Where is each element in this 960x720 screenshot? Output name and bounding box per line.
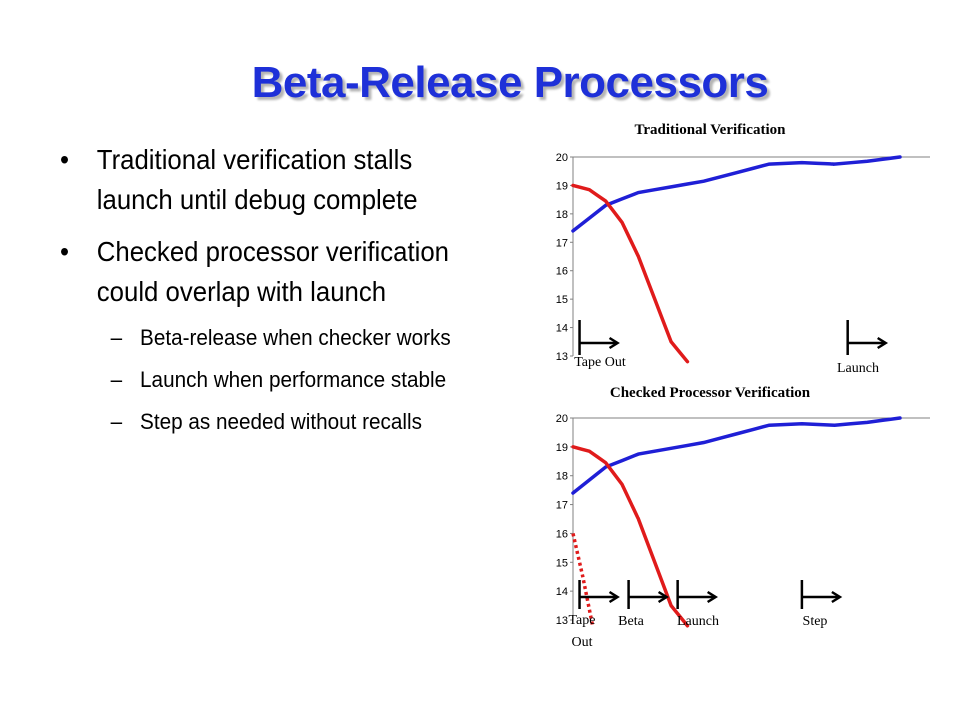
arrow-head-icon bbox=[608, 336, 620, 350]
sub-bullet-text: Launch when performance stable bbox=[140, 367, 447, 392]
bullet-text: Traditional verification stalls launch u… bbox=[96, 144, 418, 215]
y-tick-label: 15 bbox=[556, 557, 568, 569]
milestone-marker: Beta bbox=[618, 580, 669, 629]
arrow-head-icon bbox=[877, 336, 889, 350]
y-tick-label: 18 bbox=[556, 209, 568, 221]
milestone-label: Beta bbox=[618, 614, 644, 629]
y-tick-label: 15 bbox=[556, 294, 568, 306]
sub-bullet-item: – Launch when performance stable bbox=[60, 366, 465, 394]
dash-icon: – bbox=[110, 409, 123, 434]
arrow-head-icon bbox=[706, 590, 718, 604]
series-line-red bbox=[571, 445, 690, 628]
y-tick-label: 19 bbox=[556, 442, 568, 454]
bullet-item: • Checked processor verification could o… bbox=[60, 232, 465, 312]
y-tick-label: 18 bbox=[556, 471, 568, 483]
milestone-label: Launch bbox=[677, 614, 719, 629]
chart-title: Checked Processor Verification bbox=[610, 385, 811, 401]
y-tick-label: 13 bbox=[556, 615, 568, 627]
bullet-item: • Traditional verification stalls launch… bbox=[60, 140, 465, 220]
y-tick-label: 20 bbox=[556, 152, 568, 164]
sub-bullet-text: Beta-release when checker works bbox=[140, 325, 451, 350]
bullet-list: • Traditional verification stalls launch… bbox=[60, 140, 500, 450]
y-tick-label: 17 bbox=[556, 500, 568, 512]
milestone-label: Step bbox=[803, 614, 828, 629]
arrow-head-icon bbox=[608, 590, 620, 604]
milestone-label-line: Out bbox=[572, 635, 593, 650]
y-tick-label: 14 bbox=[556, 323, 568, 335]
milestone-label-line: Tape bbox=[568, 613, 595, 628]
sub-bullet-item: – Beta-release when checker works bbox=[60, 324, 465, 352]
bullet-dot-icon: • bbox=[60, 144, 70, 175]
sub-bullet-item: – Step as needed without recalls bbox=[60, 408, 465, 436]
series-line-blue bbox=[571, 155, 902, 233]
milestone-marker: Tape Out bbox=[574, 320, 626, 370]
bullet-dot-icon: • bbox=[60, 236, 70, 267]
dash-icon: – bbox=[110, 367, 123, 392]
checked-verification-chart: Checked Processor Verification 20 19 18 17 16… bbox=[556, 385, 930, 650]
milestone-label: Tape Out bbox=[574, 355, 626, 370]
arrow-head-icon bbox=[831, 590, 843, 604]
y-tick-label: 16 bbox=[556, 528, 568, 540]
milestone-marker: Launch bbox=[837, 320, 889, 376]
series-line-red bbox=[571, 183, 690, 364]
chart-title: Traditional Verification bbox=[635, 122, 787, 138]
traditional-verification-chart: Traditional Verification 20 19 18 17 16 15 14 13… bbox=[556, 122, 930, 376]
arrow-head-icon bbox=[657, 590, 669, 604]
milestone-label: Launch bbox=[837, 361, 879, 376]
y-tick-label: 19 bbox=[556, 180, 568, 192]
y-tick-label: 16 bbox=[556, 266, 568, 278]
bullet-text: Checked processor verification could ove… bbox=[96, 236, 450, 307]
series-line-red-dotted bbox=[571, 533, 595, 627]
y-tick-label: 14 bbox=[556, 586, 568, 598]
dash-icon: – bbox=[110, 325, 123, 350]
sub-bullet-text: Step as needed without recalls bbox=[140, 409, 422, 434]
slide-title: Beta-Release Processors bbox=[251, 58, 769, 107]
y-tick-label: 17 bbox=[556, 237, 568, 249]
milestone-marker: Launch bbox=[676, 580, 719, 629]
series-line-blue bbox=[571, 416, 902, 495]
milestone-marker: Step bbox=[800, 580, 843, 629]
y-tick-label: 20 bbox=[556, 413, 568, 425]
y-tick-label: 13 bbox=[556, 351, 568, 363]
